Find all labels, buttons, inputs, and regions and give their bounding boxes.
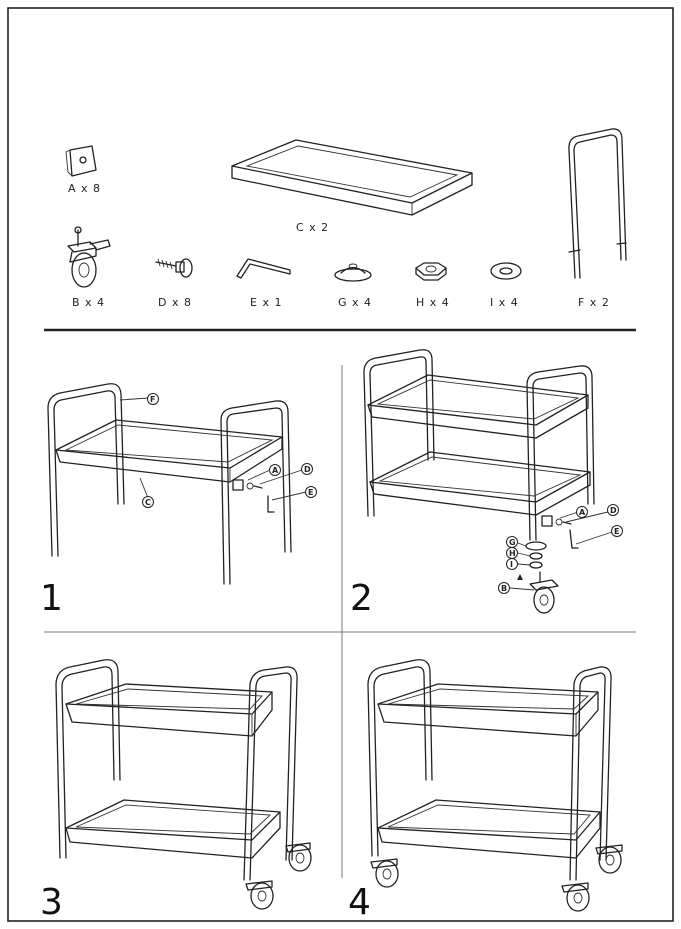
- step-4-number: 4: [348, 882, 371, 923]
- callout-d-text: D: [304, 465, 311, 474]
- callout-i-step2: [506, 558, 518, 570]
- part-a-bracket: [65, 145, 97, 177]
- part-d-label: D x 8: [158, 296, 192, 309]
- parts-list: A x 8 C x 2 F x 2 B x 4: [65, 128, 627, 309]
- part-a-label: A x 8: [68, 182, 101, 195]
- part-h-nut: [415, 262, 447, 281]
- part-c-label: C x 2: [296, 221, 329, 234]
- part-e-hex-key: [236, 258, 291, 279]
- callout-h-text: H: [509, 549, 516, 558]
- part-c-tray: [231, 139, 473, 216]
- page-border: [7, 7, 674, 922]
- callout-e-text-2: E: [614, 527, 619, 536]
- part-d-screw: [155, 258, 193, 278]
- part-b-label: B x 4: [72, 296, 105, 309]
- callout-e-step2: [611, 525, 623, 537]
- callout-e-text: E: [308, 488, 313, 497]
- part-i-label: I x 4: [490, 296, 519, 309]
- callout-b-text: B: [501, 584, 507, 593]
- step-1-illustration: [47, 383, 307, 585]
- step-1-callouts: F C A D E: [142, 393, 317, 508]
- callout-f-step1: [147, 393, 159, 405]
- callout-d-step2: [607, 504, 619, 516]
- callout-a-text: A: [272, 466, 279, 475]
- callout-f-text: F: [150, 395, 155, 404]
- step-3-trolley: [55, 659, 312, 910]
- part-f-frame: [568, 128, 627, 279]
- step-4-trolley: [367, 659, 623, 912]
- callout-e-step1: [305, 486, 317, 498]
- part-f-label: F x 2: [578, 296, 610, 309]
- part-h-label: H x 4: [416, 296, 450, 309]
- step-2-callouts: A D E G H I B: [498, 504, 623, 594]
- callout-a-text-2: A: [579, 508, 586, 517]
- step-1-number: 1: [40, 578, 63, 619]
- part-e-label: E x 1: [250, 296, 282, 309]
- part-i-washer: [490, 262, 522, 280]
- callout-c-step1: [142, 496, 154, 508]
- callout-b-step2: [498, 582, 510, 594]
- callout-i-text: I: [510, 560, 513, 569]
- star-marker: [517, 574, 523, 580]
- step-3-number: 3: [40, 882, 63, 923]
- part-b-caster: [67, 226, 111, 288]
- step-2-number: 2: [350, 578, 373, 619]
- step-2-illustration: [363, 349, 613, 614]
- callout-c-text: C: [145, 498, 151, 507]
- callout-d-step1: [301, 463, 313, 475]
- part-g-dome: [334, 263, 372, 282]
- callout-d-text-2: D: [610, 506, 617, 515]
- callout-g-text: G: [509, 538, 516, 547]
- part-g-label: G x 4: [338, 296, 372, 309]
- callout-a-step1: [269, 464, 281, 476]
- callout-a-step2: [576, 506, 588, 518]
